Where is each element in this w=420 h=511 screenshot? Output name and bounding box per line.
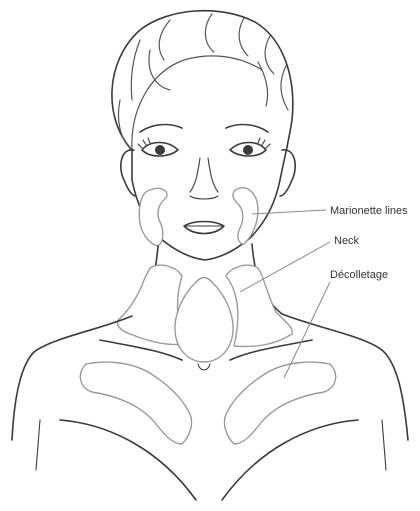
decolletage-zone-left <box>80 362 191 444</box>
left-eye <box>138 138 178 156</box>
sternal-notch <box>198 364 210 370</box>
marionette-lines-label: Marionette lines <box>330 205 408 217</box>
neck-zone-right <box>226 265 292 346</box>
right-ear <box>280 150 295 196</box>
decolletage-label: Décolletage <box>330 269 388 281</box>
marionette-leader-line <box>252 210 326 214</box>
marionette-zone-right <box>233 188 258 244</box>
mouth <box>184 222 224 234</box>
left-eyebrow <box>140 125 182 132</box>
right-eyebrow <box>226 125 268 132</box>
neck-label: Neck <box>334 235 360 247</box>
decolletage-zone-right <box>224 362 335 444</box>
right-arm-line <box>382 420 386 470</box>
neck-zone-center <box>175 278 233 363</box>
right-eye <box>230 138 270 156</box>
nose <box>190 158 218 199</box>
left-arm-line <box>36 420 40 470</box>
marionette-zone-left <box>139 188 167 246</box>
neck-zone-left <box>118 265 183 344</box>
